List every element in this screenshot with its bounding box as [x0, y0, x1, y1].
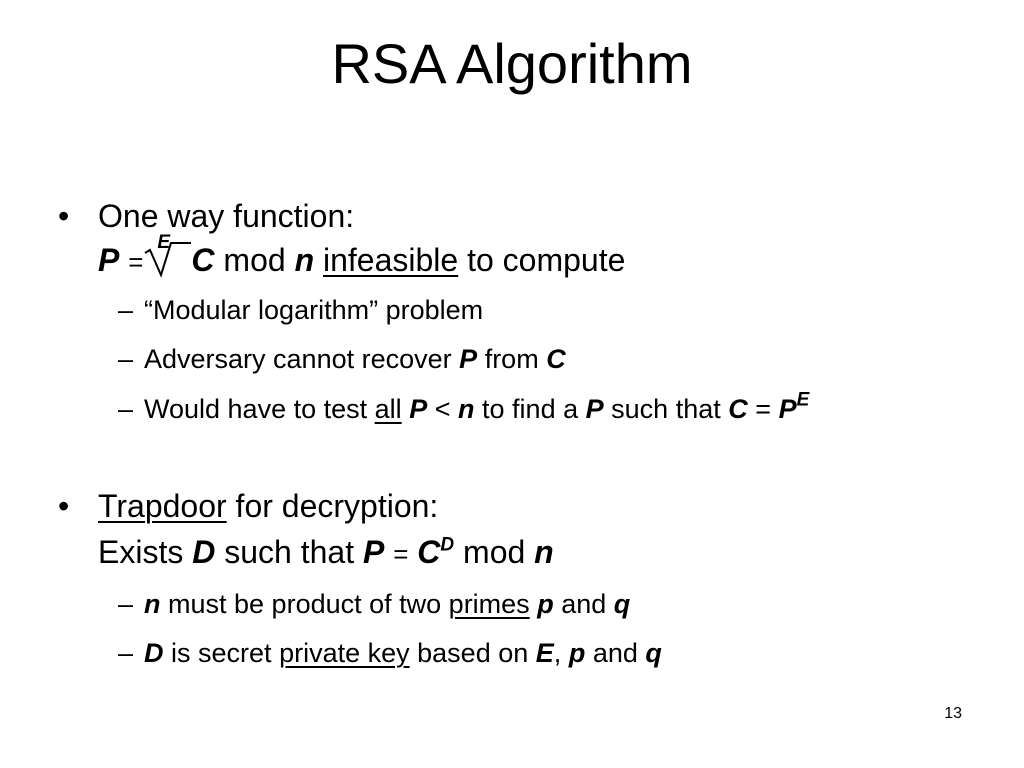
- trapdoor-formula: Exists D such that P = CD mod n: [98, 534, 554, 570]
- dash-icon: –: [118, 394, 134, 424]
- slide-title: RSA Algorithm: [331, 32, 693, 95]
- dash-icon: –: [118, 344, 134, 374]
- dash-icon: –: [118, 638, 134, 668]
- nth-root-icon: E: [143, 233, 192, 279]
- dash-icon: –: [118, 589, 134, 619]
- bullet-icon: •: [58, 198, 70, 234]
- bullet-icon: •: [58, 488, 70, 524]
- bullet-heading: One way function:: [98, 198, 355, 234]
- page-number: 13: [944, 705, 962, 722]
- dash-icon: –: [118, 295, 134, 325]
